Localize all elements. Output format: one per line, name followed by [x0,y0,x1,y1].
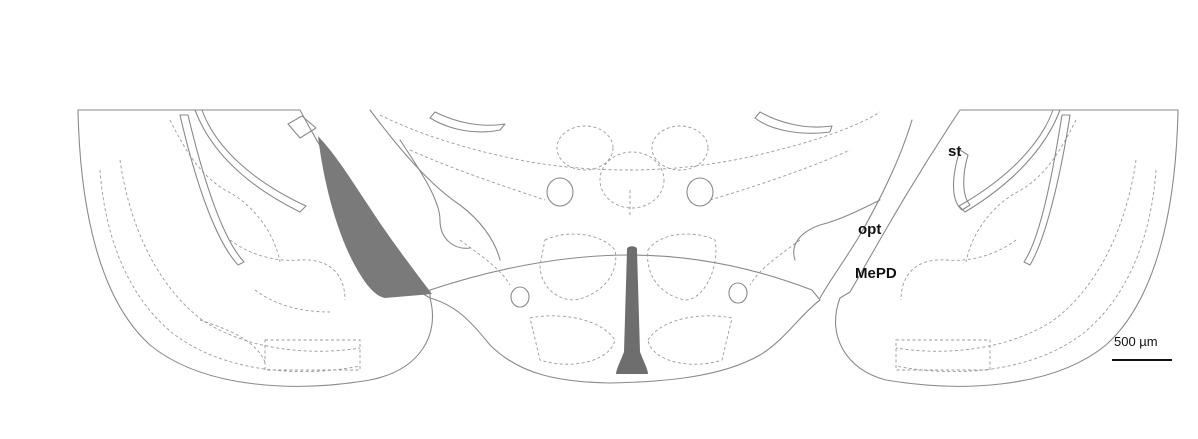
label-mepd: MePD [855,265,897,282]
third-ventricle [616,246,648,374]
label-st: st [948,143,961,160]
scale-bar-label: 500 µm [1114,334,1158,349]
highlighted-region [318,136,432,298]
label-opt: opt [858,221,881,238]
scale-bar: 500 µm [1112,334,1172,360]
